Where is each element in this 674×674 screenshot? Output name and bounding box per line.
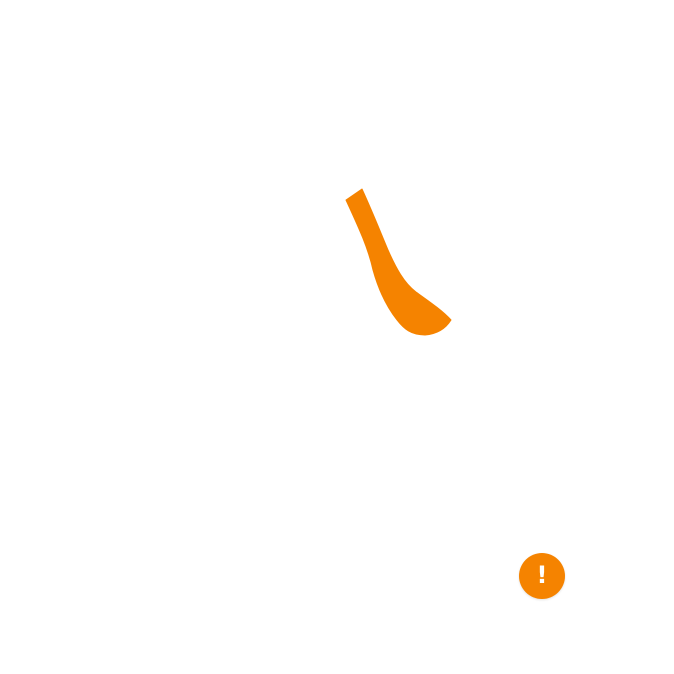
orange-brush-stroke: [345, 188, 452, 336]
exclamation-icon: !: [536, 561, 548, 589]
alert-badge[interactable]: !: [519, 553, 565, 599]
